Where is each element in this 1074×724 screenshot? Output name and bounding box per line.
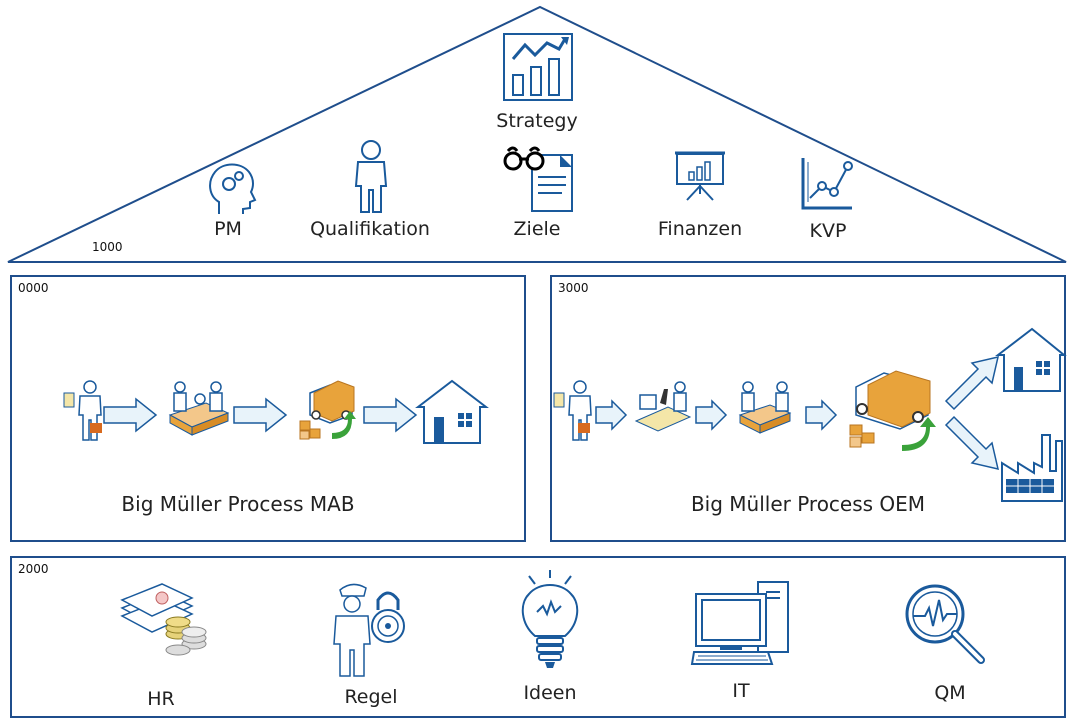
flow-arrow bbox=[595, 399, 628, 431]
customer-icon bbox=[553, 380, 592, 441]
flow-arrow bbox=[233, 397, 288, 433]
support-item-regel: Regel bbox=[344, 686, 398, 708]
support-item-ideen: Ideen bbox=[523, 682, 577, 704]
presentation-board-icon bbox=[675, 150, 725, 206]
support-item-it: IT bbox=[732, 680, 750, 702]
process-mab-flow bbox=[63, 379, 489, 444]
support-item-qm: QM bbox=[934, 682, 966, 704]
process-oem-title: Big Müller Process OEM bbox=[690, 492, 926, 516]
person-icon bbox=[353, 140, 389, 218]
process-oem-code: 3000 bbox=[558, 281, 589, 295]
assembly-workers-icon bbox=[168, 381, 230, 436]
support-code: 2000 bbox=[18, 562, 49, 576]
lab-microscope-icon bbox=[634, 381, 692, 432]
process-mab-code: 0000 bbox=[18, 281, 49, 295]
roof-code: 1000 bbox=[92, 240, 123, 254]
roof-item-ziele: Ziele bbox=[513, 218, 561, 240]
delivery-truck-icon bbox=[299, 380, 356, 440]
roof-item-finanzen: Finanzen bbox=[657, 218, 743, 240]
guard-lock-icon bbox=[332, 580, 412, 684]
house-icon bbox=[995, 327, 1067, 392]
support-box bbox=[10, 556, 1066, 718]
flow-arrow bbox=[103, 397, 158, 433]
support-item-hr: HR bbox=[147, 688, 175, 710]
head-gears-icon bbox=[205, 160, 257, 220]
flow-arrow-down bbox=[944, 415, 1000, 471]
flow-arrow-up bbox=[944, 355, 1000, 411]
flow-arrow bbox=[695, 399, 728, 431]
lightbulb-icon bbox=[515, 568, 585, 684]
computer-icon bbox=[690, 580, 792, 674]
assembly-workers-icon bbox=[738, 381, 792, 434]
process-box-oem bbox=[550, 275, 1066, 542]
customer-icon bbox=[63, 380, 102, 441]
magnifier-pulse-icon bbox=[903, 582, 989, 670]
flow-arrow bbox=[805, 399, 838, 431]
flow-arrow bbox=[363, 397, 418, 433]
line-chart-icon bbox=[800, 156, 854, 216]
process-oem-flow bbox=[553, 327, 1067, 502]
documents-coins-icon bbox=[118, 578, 208, 664]
roof-item-pm: PM bbox=[214, 218, 242, 240]
factory-icon bbox=[1001, 434, 1063, 502]
chart-trend-icon bbox=[503, 33, 573, 105]
process-box-mab bbox=[10, 275, 526, 542]
roof-item-qualifikation: Qualifikation bbox=[310, 218, 430, 240]
glasses-document-icon bbox=[502, 143, 574, 217]
house-icon bbox=[415, 379, 489, 444]
process-mab-title: Big Müller Process MAB bbox=[121, 492, 355, 516]
roof-center-label: Strategy bbox=[496, 110, 578, 132]
delivery-truck-icon bbox=[849, 370, 936, 451]
roof-item-kvp: KVP bbox=[809, 220, 847, 242]
